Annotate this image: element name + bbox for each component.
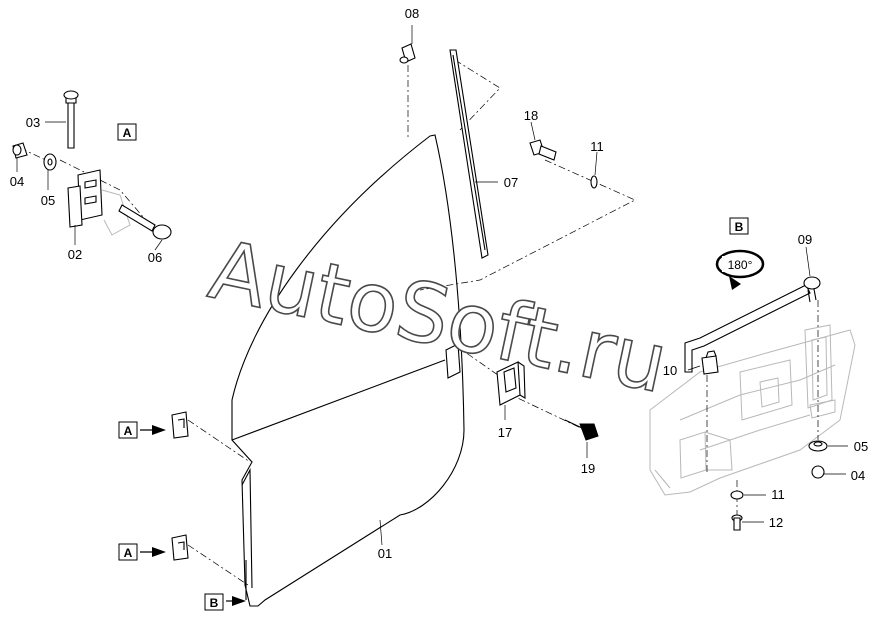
- callout-view-b-top: B: [729, 217, 749, 235]
- part-labels: 08 03 04 05 02 06 07 18 11 09 10 17 19 0…: [10, 6, 868, 561]
- part-label: 09: [798, 232, 812, 247]
- callout-a1: A: [118, 421, 166, 439]
- part-label: 06: [148, 250, 162, 265]
- part-label: 03: [26, 115, 40, 130]
- part-label: 04: [851, 468, 865, 483]
- stay-rod-part: [684, 276, 821, 373]
- svg-text:AutoSoft.ru: AutoSoft.ru: [202, 223, 676, 412]
- callout-view-a-top: A: [117, 123, 137, 141]
- small-bracket-a1: [171, 411, 189, 439]
- nut-b-part: [811, 465, 825, 479]
- part-label: 04: [10, 174, 24, 189]
- door-glass: [231, 134, 465, 607]
- svg-text:A: A: [124, 424, 133, 438]
- callout-a2: A: [118, 543, 166, 561]
- bolt-part: [529, 139, 557, 161]
- view-b-label: B: [735, 220, 744, 234]
- part-label: 11: [771, 487, 785, 502]
- part-label: 18: [524, 108, 538, 123]
- part-label: 12: [769, 515, 783, 530]
- svg-text:B: B: [210, 596, 219, 610]
- hinge-part: [67, 169, 131, 236]
- washer-b-part: [808, 440, 828, 452]
- rotation-label: 180°: [728, 258, 753, 272]
- pin-part: [399, 43, 416, 64]
- part-label: 02: [68, 247, 82, 262]
- glass-run-seal: [449, 49, 489, 259]
- svg-text:A: A: [124, 546, 133, 560]
- view-a-label: A: [123, 126, 132, 140]
- body-bracket-outline: [649, 324, 856, 496]
- part-label: 07: [504, 175, 518, 190]
- washer-c-part: [730, 490, 744, 500]
- knob-part: [564, 419, 599, 441]
- regulator-part: [445, 343, 526, 406]
- part-label: 11: [590, 139, 604, 154]
- washer-a-part: [43, 153, 57, 171]
- hinge-pin-part: [63, 90, 79, 149]
- washer-part: [590, 175, 598, 189]
- rotation-arrow-icon: 180°: [715, 249, 765, 290]
- part-label: 01: [378, 546, 392, 561]
- clip-part: [701, 350, 719, 375]
- hinge-bolt-part: [118, 204, 172, 240]
- leader-lines: [16, 25, 848, 546]
- part-label: 05: [854, 439, 868, 454]
- nut-part: [12, 142, 28, 159]
- callout-b1: B: [204, 593, 246, 611]
- part-label: 05: [41, 193, 55, 208]
- part-label: 10: [663, 363, 677, 378]
- part-label: 08: [405, 6, 419, 21]
- bolt-b-part: [731, 514, 743, 531]
- part-label: 17: [498, 425, 512, 440]
- small-bracket-a2: [171, 534, 189, 561]
- part-label: 19: [581, 461, 595, 476]
- watermark: AutoSoft.ru: [201, 222, 676, 413]
